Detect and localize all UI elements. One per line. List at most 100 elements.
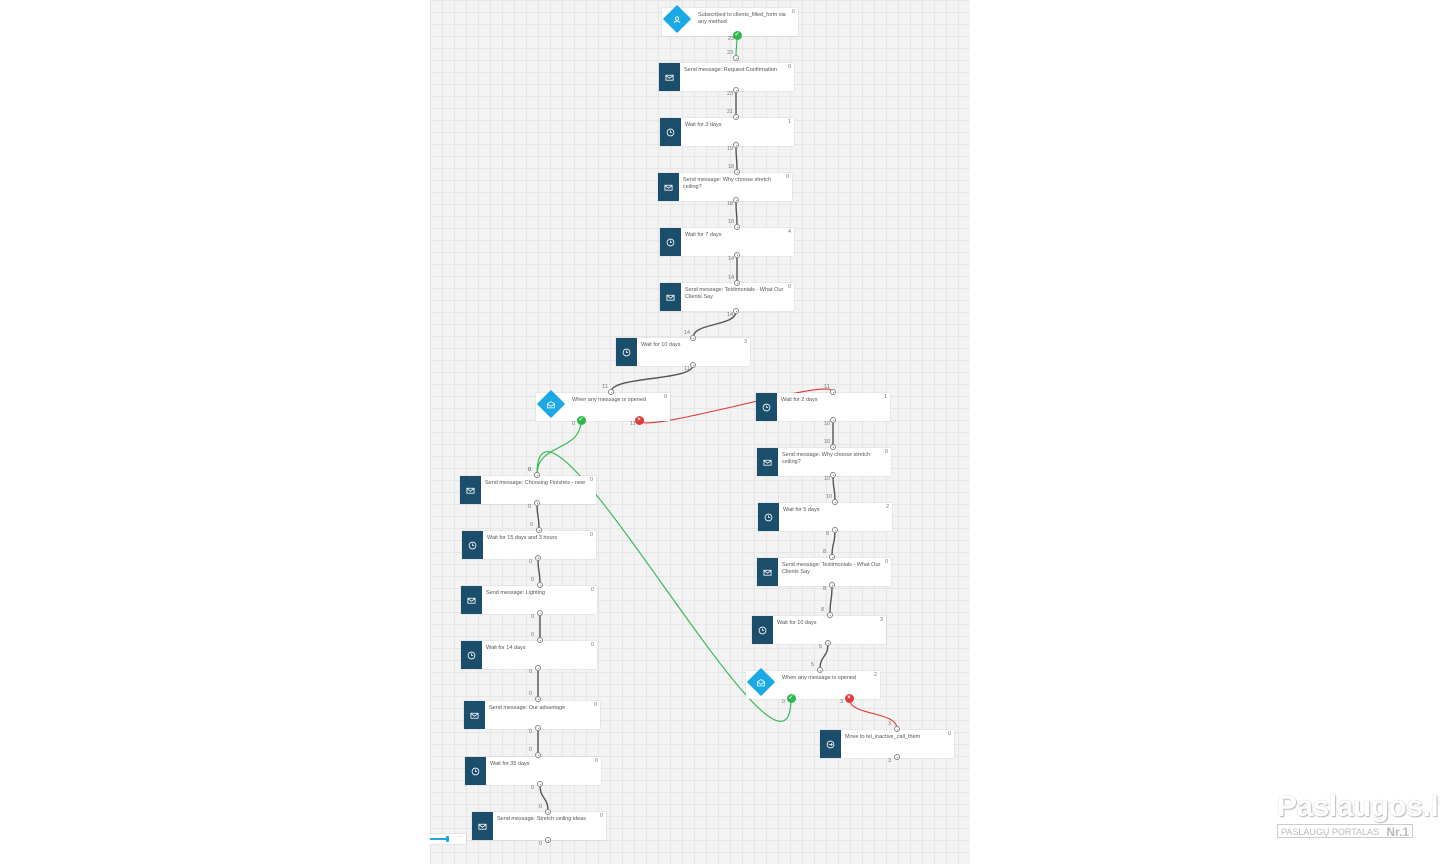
connection-line[interactable] [536,502,540,531]
connection-line[interactable] [829,584,833,616]
connection-line[interactable] [536,451,792,722]
watermark-number: Nr.1 [1386,825,1409,839]
connector-port[interactable] [829,554,835,560]
connector-port[interactable] [830,472,836,478]
connection-line[interactable] [735,144,738,173]
connector-port[interactable] [535,665,541,671]
connection-line[interactable] [539,783,549,813]
connection-line[interactable] [537,557,541,586]
yes-branch-icon[interactable]: ✓ [786,693,796,703]
connector-port[interactable] [535,555,541,561]
connection-count: 8 [821,607,825,613]
workflow-node-message[interactable]: Send message: Why choose stretch ceiling… [658,173,792,201]
envelope-icon [461,586,482,614]
watermark-brand: Paslaugos.lt [1277,790,1440,823]
zoom-menu-button[interactable]: ··· [457,834,463,840]
yes-branch-icon[interactable]: ✓ [732,30,742,40]
node-label: Send message: Choosing Finishes - new [485,480,585,486]
connection-line[interactable] [848,697,898,730]
connector-port[interactable] [608,389,614,395]
connector-port[interactable] [733,308,739,314]
workflow-node-message[interactable]: Send message: Why choose stretch ceiling… [757,448,891,476]
connector-port[interactable] [734,169,740,175]
connector-port[interactable] [734,224,740,230]
workflow-canvas[interactable]: Subscribed to clients_filled_form via an… [430,0,970,864]
connector-port[interactable] [830,444,836,450]
node-label: Wait for 3 days [685,122,722,128]
zoom-slider[interactable]: ··· [430,834,466,844]
connector-port[interactable] [535,696,541,702]
connector-port[interactable] [827,612,833,618]
connector-port[interactable] [733,114,739,120]
connection-line[interactable] [831,529,836,558]
zoom-slider-handle[interactable] [445,836,449,842]
connection-line[interactable] [832,474,836,503]
watermark-logo: Paslaugos.lt PASLAUGŲ PORTALAS Nr.1 [1275,790,1440,842]
connector-port[interactable] [830,417,836,423]
workflow-node-message[interactable]: Send message: Testimonials - What Our Cl… [757,558,891,586]
connection-line[interactable] [536,419,582,476]
connector-port[interactable] [817,667,823,673]
connection-line[interactable] [819,642,829,671]
connector-port[interactable] [535,752,541,758]
connection-line[interactable] [610,364,694,393]
connector-port[interactable] [545,837,551,843]
connector-port[interactable] [733,197,739,203]
connector-port[interactable] [733,87,739,93]
connection-line[interactable] [692,310,737,339]
connector-port[interactable] [832,499,838,505]
connector-port[interactable] [537,781,543,787]
connector-port[interactable] [894,726,900,732]
connector-port[interactable] [534,500,540,506]
connector-port[interactable] [894,754,900,760]
connector-port[interactable] [537,610,543,616]
connector-port[interactable] [690,362,696,368]
connection-count: 0 [531,577,535,583]
connector-port[interactable] [537,637,543,643]
connector-port[interactable] [825,640,831,646]
yes-branch-icon[interactable]: ✓ [576,415,586,425]
workflow-node-trigger[interactable]: Subscribed to clients_filled_form via an… [662,4,798,36]
connector-port[interactable] [733,142,739,148]
connector-port[interactable] [733,55,739,61]
connector-port[interactable] [830,389,836,395]
connection-count: 3 [840,699,844,705]
connection-count: 23 [727,91,734,97]
connector-port[interactable] [536,527,542,533]
node-count: 0 [593,702,597,708]
connection-line[interactable] [735,199,738,228]
connector-port[interactable] [734,252,740,258]
connector-port[interactable] [829,582,835,588]
connector-port[interactable] [832,527,838,533]
workflow-node-message[interactable]: Send message: Testimonials - What Our Cl… [660,283,794,311]
connection-line[interactable] [638,388,834,424]
connector-port[interactable] [534,472,540,478]
connector-port[interactable] [734,280,740,286]
connector-port[interactable] [537,582,543,588]
node-label: Send message: Lighting [486,590,546,596]
connector-port[interactable] [690,335,696,341]
connector-port[interactable] [535,725,541,731]
connection-count: 0 [529,691,533,697]
connector-port[interactable] [545,809,551,815]
node-label: Send message: Request Confirmation [684,67,777,73]
no-branch-icon[interactable]: × [634,415,644,425]
no-branch-icon[interactable]: × [844,693,854,703]
